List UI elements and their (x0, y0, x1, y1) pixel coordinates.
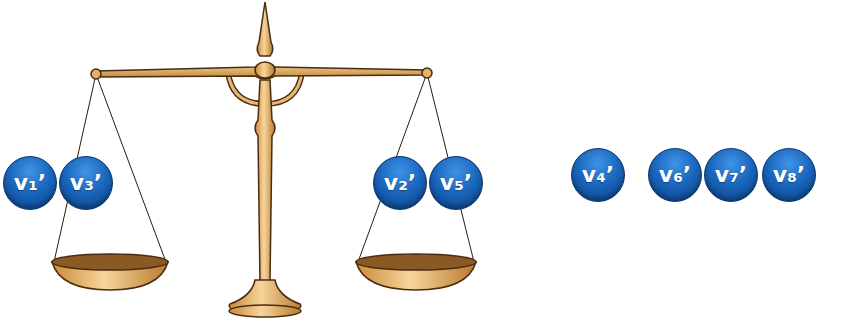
pan-rim (356, 254, 476, 270)
beam-pivot (255, 62, 275, 78)
vertex-circle: v₆’ (648, 148, 702, 202)
vertex-circle: v₂’ (373, 156, 427, 210)
vertex-circle: v₁’ (3, 156, 57, 210)
pan-string (358, 73, 427, 262)
vertex-circle: v₃’ (59, 156, 113, 210)
vertex-label: v₁’ (14, 172, 46, 194)
pan-rim (52, 254, 168, 270)
vertex-label: v₄’ (582, 164, 614, 186)
vertex-circle: v₈’ (762, 148, 816, 202)
beam-end (422, 68, 432, 78)
vertex-circle: v₅’ (429, 156, 483, 210)
scale-finial (257, 2, 273, 56)
vertex-circle: v₄’ (571, 148, 625, 202)
vertex-label: v₈’ (773, 164, 805, 186)
vertex-label: v₃’ (70, 172, 102, 194)
vertex-label: v₅’ (440, 172, 472, 194)
beam-end (91, 69, 101, 79)
vertex-label: v₆’ (659, 164, 691, 186)
vertex-circle: v₇’ (704, 148, 758, 202)
vertex-label: v₂’ (384, 172, 416, 194)
vertex-label: v₇’ (715, 164, 747, 186)
scale-foot (229, 305, 301, 317)
scale-pole (255, 80, 275, 282)
